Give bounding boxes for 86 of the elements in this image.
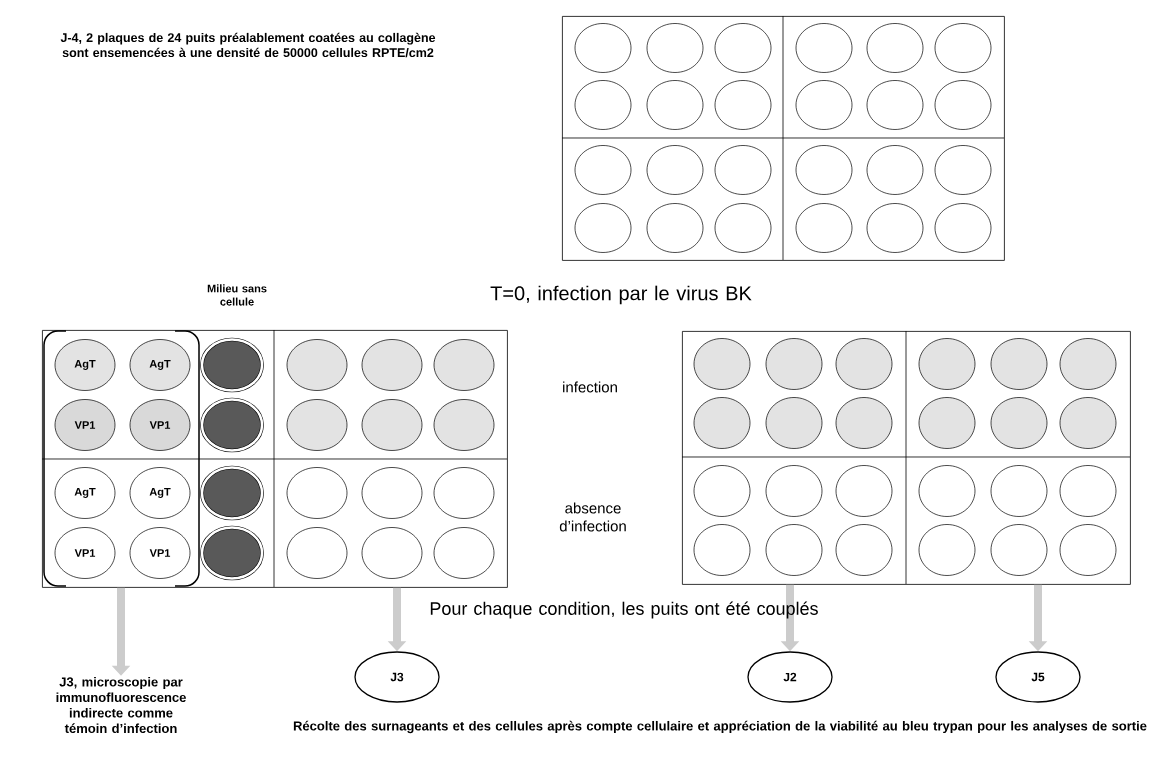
well [866,145,924,195]
well [693,465,751,517]
well [361,527,423,579]
day-oval: J5 [995,651,1081,703]
day-oval: J2 [747,651,833,703]
well [795,203,853,253]
well [1059,465,1117,517]
well [574,23,632,73]
well [200,337,264,393]
well [918,465,976,517]
row-label: infection [563,381,617,393]
note-text: Pour chaque condition, les puits ont été couplés [430,601,818,619]
well [286,527,348,579]
well [646,23,704,73]
well: AgT [54,339,116,391]
well [934,80,992,130]
well [990,465,1048,517]
well [286,399,348,451]
well [1059,524,1117,576]
well [795,80,853,130]
well [934,203,992,253]
well: VP1 [129,399,191,451]
well [286,467,348,519]
well [714,203,772,253]
step-title: T=0, infection par le virus BK [490,285,752,305]
intro-text: J-4, 2 plaques de 24 puits préalablement coatées au collagène sont ensemencées à une densité de 50000 cellules RPTE/cm2 [60,32,436,58]
well: AgT [129,467,191,519]
column-label: Milieu sans cellule [207,284,267,306]
well [200,525,264,581]
well [1059,397,1117,449]
output-text: Récolte des surnageants et des cellules après compte cellulaire et appréciation de la viabilité au bleu trypan pour les analyses de sortie [293,720,1147,734]
well: VP1 [54,527,116,579]
well [361,399,423,451]
day-oval: J3 [354,651,440,703]
well [433,339,495,391]
well [1059,338,1117,390]
well [361,339,423,391]
well [714,145,772,195]
row-label: absence d’infection [559,502,626,532]
well [433,527,495,579]
well [433,399,495,451]
well [934,23,992,73]
well [693,338,751,390]
well [795,23,853,73]
well [433,467,495,519]
well [646,80,704,130]
well-plate [42,330,508,588]
well [918,397,976,449]
well [866,203,924,253]
well [835,465,893,517]
well [693,397,751,449]
well: VP1 [54,399,116,451]
well [835,524,893,576]
well [835,397,893,449]
well [200,465,264,521]
well [765,465,823,517]
well [866,23,924,73]
well [795,145,853,195]
well [714,23,772,73]
well [646,203,704,253]
well [934,145,992,195]
well [574,145,632,195]
well [646,145,704,195]
well: AgT [54,467,116,519]
well [990,397,1048,449]
well [765,338,823,390]
well [361,467,423,519]
well: AgT [129,339,191,391]
well [714,80,772,130]
well [286,339,348,391]
well [574,203,632,253]
well-plate [682,331,1131,585]
well [990,338,1048,390]
well [866,80,924,130]
well [765,524,823,576]
well [574,80,632,130]
well: VP1 [129,527,191,579]
well [693,524,751,576]
well [765,397,823,449]
step-text: J3, microscopie par immunofluorescence indirecte comme témoin d’infection [56,676,186,733]
well [918,338,976,390]
well [200,397,264,453]
well-plate [562,16,1005,261]
well [990,524,1048,576]
well [918,524,976,576]
well [835,338,893,390]
